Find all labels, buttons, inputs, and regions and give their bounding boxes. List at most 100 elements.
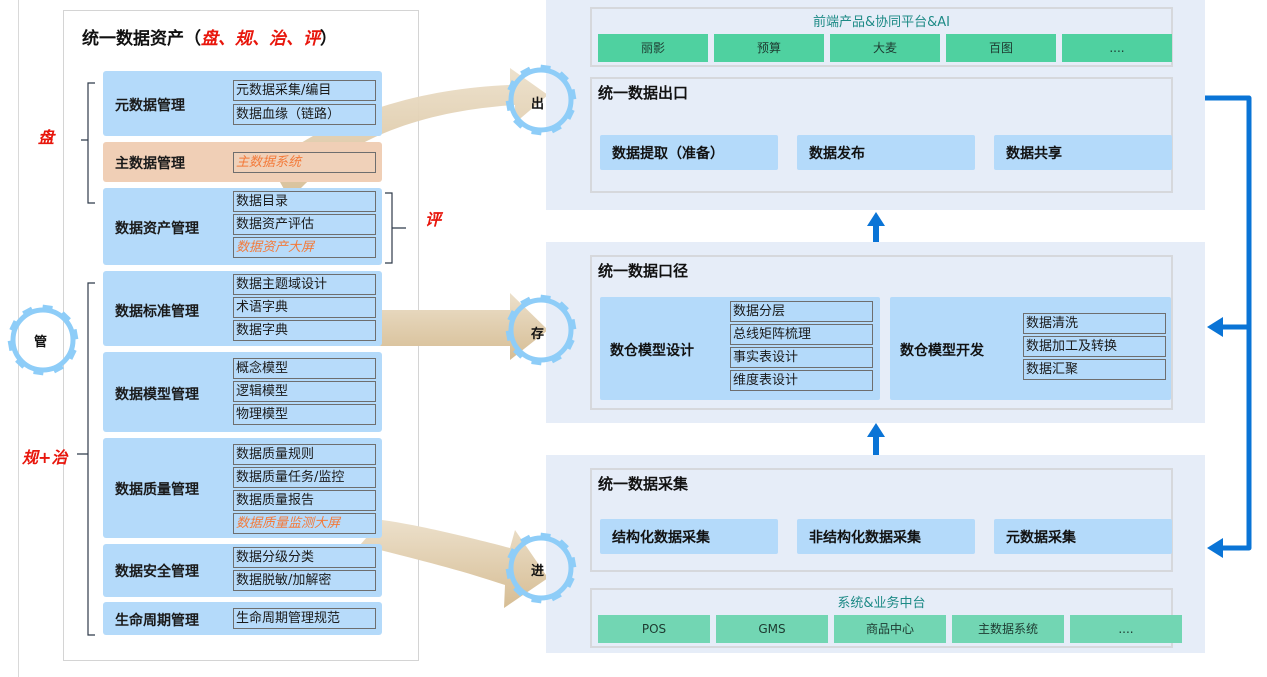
frontend-group: 前端产品&协同平台&AI 丽影预算大麦百图.... [590, 7, 1173, 67]
model-item: 数据清洗 [1023, 313, 1166, 334]
block-label: 主数据管理 [115, 156, 185, 172]
flow-label-store: 存 [531, 327, 545, 342]
block-5: 数据质量管理数据质量规则数据质量任务/监控数据质量报告数据质量监测大屏 [103, 438, 382, 538]
output-title: 统一数据出口 [598, 84, 689, 102]
block-item: 元数据采集/编目 [233, 80, 376, 101]
platform-item: .... [1062, 34, 1172, 62]
block-item: 数据脱敏/加解密 [233, 570, 376, 591]
output-group: 统一数据出口 数据提取（准备） 数据发布 数据共享 [590, 77, 1173, 193]
platform-item: 百图 [946, 34, 1056, 62]
block-label: 数据安全管理 [115, 564, 199, 580]
gear-icon-store [505, 294, 577, 366]
flow-label-out: 出 [531, 97, 545, 112]
model-item: 事实表设计 [730, 347, 873, 368]
capability-card: 数据共享 [994, 135, 1172, 170]
gear-label-manage: 管 [34, 335, 48, 350]
flow-arrow-out [270, 68, 548, 200]
block-item: 数据目录 [233, 191, 376, 212]
title-prefix: 统一数据资产（ [82, 29, 201, 49]
collect-group: 统一数据采集 结构化数据采集非结构化数据采集元数据采集 [590, 468, 1173, 572]
capability-card-label: 数据共享 [1006, 146, 1062, 162]
frontend-items: 丽影预算大麦百图.... [598, 34, 1172, 62]
feedback-connector [1205, 95, 1252, 558]
platform-item: 商品中心 [834, 615, 946, 643]
gear-icon-manage [7, 304, 79, 376]
guide-line [18, 0, 19, 677]
title-highlight: 盘、规、治、评 [201, 29, 320, 49]
output-layer: 前端产品&协同平台&AI 丽影预算大麦百图.... 统一数据出口 数据提取（准备… [546, 0, 1205, 210]
block-item: 术语字典 [233, 297, 376, 318]
dw-model-design-label: 数仓模型设计 [610, 343, 694, 359]
gear-icon-out [505, 64, 577, 136]
block-4: 数据模型管理 概念模型逻辑模型物理模型 [103, 352, 382, 432]
block-item: 逻辑模型 [233, 381, 376, 402]
systems-title: 系统&业务中台 [837, 596, 926, 611]
platform-item: .... [1070, 615, 1182, 643]
caliber-title: 统一数据口径 [598, 262, 689, 280]
block-item: 数据质量规则 [233, 444, 376, 465]
flow-label-in: 进 [531, 564, 545, 579]
platform-item: POS [598, 615, 710, 643]
capability-card: 结构化数据采集 [600, 519, 778, 554]
block-0: 元数据管理 元数据采集/编目数据血缘（链路） [103, 71, 382, 136]
capability-card-label: 数据提取（准备） [612, 146, 724, 162]
frontend-title: 前端产品&协同平台&AI [812, 15, 950, 30]
dw-model-develop-label: 数仓模型开发 [900, 343, 984, 359]
model-item: 维度表设计 [730, 370, 873, 391]
block-item: 数据资产大屏 [233, 237, 376, 258]
block-item: 数据字典 [233, 320, 376, 341]
arrow-left-icon [1207, 317, 1223, 337]
model-item: 数据加工及转换 [1023, 336, 1166, 357]
block-item: 数据资产评估 [233, 214, 376, 235]
block-item: 数据分级分类 [233, 547, 376, 568]
caliber-group: 统一数据口径 数仓模型设计 数据分层总线矩阵梳理事实表设计维度表设计 数仓模型开… [590, 255, 1173, 410]
dw-model-design-card: 数仓模型设计 数据分层总线矩阵梳理事实表设计维度表设计 [600, 297, 880, 400]
capability-card-label: 元数据采集 [1006, 530, 1076, 546]
block-item: 数据质量任务/监控 [233, 467, 376, 488]
block-label: 数据模型管理 [115, 387, 199, 403]
platform-item: GMS [716, 615, 828, 643]
block-label: 元数据管理 [115, 98, 185, 114]
block-3: 数据标准管理数据主题域设计术语字典数据字典 [103, 271, 382, 346]
caliber-layer: 统一数据口径 数仓模型设计 数据分层总线矩阵梳理事实表设计维度表设计 数仓模型开… [546, 242, 1205, 423]
platform-item: 丽影 [598, 34, 708, 62]
arrow-up-icon [867, 212, 885, 244]
platform-item: 预算 [714, 34, 824, 62]
model-item: 数据分层 [730, 301, 873, 322]
block-item: 生命周期管理规范 [233, 608, 376, 629]
block-item: 主数据系统 [233, 152, 376, 173]
arrow-up-icon [867, 423, 885, 455]
block-label: 数据资产管理 [115, 221, 199, 237]
collect-title: 统一数据采集 [598, 475, 689, 493]
block-item: 数据血缘（链路） [233, 104, 376, 125]
brace-ping [385, 192, 406, 264]
capability-card: 数据提取（准备） [600, 135, 778, 170]
block-1: 主数据管理 主数据系统 [103, 142, 382, 182]
gear-icon-in [505, 532, 577, 604]
title-suffix: ） [320, 29, 337, 49]
block-item: 概念模型 [233, 358, 376, 379]
block-label: 数据质量管理 [115, 482, 199, 498]
flow-arrows [270, 68, 548, 608]
brace-pan [81, 82, 95, 204]
brace-gui-zhi [77, 282, 95, 636]
side-label-ping: 评 [425, 210, 442, 229]
platform-item: 大麦 [830, 34, 940, 62]
capability-card-label: 结构化数据采集 [612, 530, 710, 546]
data-asset-title: 统一数据资产（盘、规、治、评） [82, 24, 337, 49]
block-item: 数据质量监测大屏 [233, 513, 376, 534]
flow-arrow-store [375, 293, 548, 360]
capability-card-label: 数据发布 [809, 146, 865, 162]
block-2: 数据资产管理 数据目录数据资产评估数据资产大屏 [103, 188, 382, 265]
block-label: 数据标准管理 [115, 304, 199, 320]
side-label-gui-zhi: 规+治 [22, 448, 68, 467]
platform-item: 主数据系统 [952, 615, 1064, 643]
block-7: 生命周期管理生命周期管理规范 [103, 602, 382, 635]
dw-model-develop-card: 数仓模型开发 数据清洗数据加工及转换数据汇聚 [890, 297, 1171, 400]
capability-card: 元数据采集 [994, 519, 1172, 554]
model-item: 数据汇聚 [1023, 359, 1166, 380]
block-item: 物理模型 [233, 404, 376, 425]
